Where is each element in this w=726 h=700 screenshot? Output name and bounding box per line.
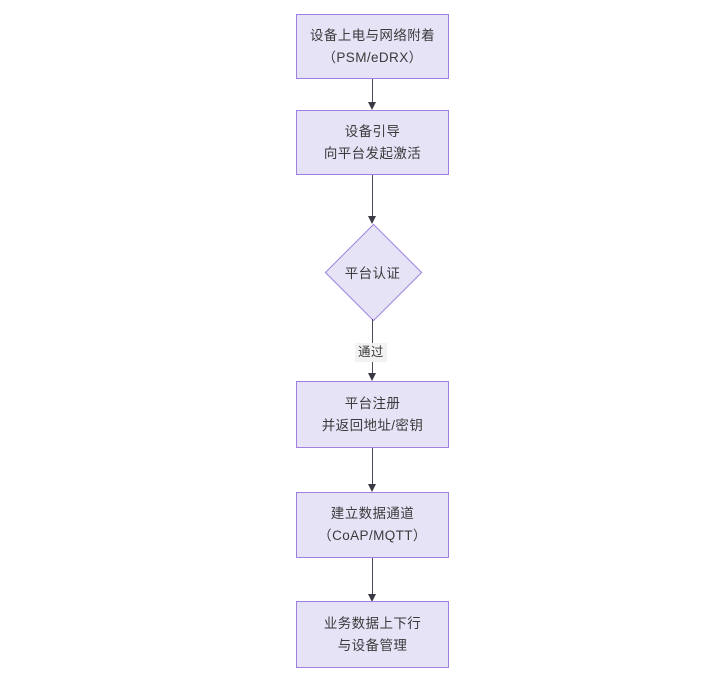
flow-node-line: （PSM/eDRX） bbox=[322, 49, 423, 65]
flow-node-line: （CoAP/MQTT） bbox=[318, 528, 427, 543]
flow-node-line: 并返回地址/密钥 bbox=[321, 417, 424, 433]
flow-node-line: 平台注册 bbox=[344, 395, 401, 411]
flow-edge-n4-n5 bbox=[372, 448, 374, 485]
flow-node-line: 设备引导 bbox=[344, 123, 401, 139]
flow-node-business-data[interactable]: 业务数据上下行 与设备管理 bbox=[296, 601, 449, 668]
flow-edge-n1-n2 bbox=[372, 79, 374, 103]
flow-arrowhead-n1-n2 bbox=[368, 102, 376, 110]
flow-node-platform-register[interactable]: 平台注册 并返回地址/密钥 bbox=[296, 381, 449, 448]
flow-node-line: 设备上电与网络附着 bbox=[309, 27, 436, 43]
flow-node-line: 平台认证 bbox=[344, 265, 401, 281]
flow-node-platform-auth-decision[interactable]: 平台认证 bbox=[324, 223, 423, 322]
flow-node-device-power-on[interactable]: 设备上电与网络附着 （PSM/eDRX） bbox=[296, 14, 449, 79]
flow-arrowhead-n3-n4 bbox=[368, 373, 376, 381]
flow-edge-label-pass: 通过 bbox=[355, 343, 387, 362]
flow-edge-n2-n3 bbox=[372, 175, 374, 217]
flow-node-line: 建立数据通道 bbox=[330, 506, 415, 521]
flow-arrowhead-n5-n6 bbox=[368, 594, 376, 602]
flow-arrowhead-n2-n3 bbox=[368, 216, 376, 224]
flow-node-line: 业务数据上下行 bbox=[323, 615, 422, 631]
flow-edge-n5-n6 bbox=[372, 558, 374, 595]
flow-arrowhead-n4-n5 bbox=[368, 484, 376, 492]
flow-node-line: 与设备管理 bbox=[337, 637, 408, 653]
flow-node-line: 向平台发起激活 bbox=[323, 145, 422, 161]
flow-node-device-bootstrap[interactable]: 设备引导 向平台发起激活 bbox=[296, 110, 449, 175]
flow-node-data-channel[interactable]: 建立数据通道 （CoAP/MQTT） bbox=[296, 492, 449, 558]
